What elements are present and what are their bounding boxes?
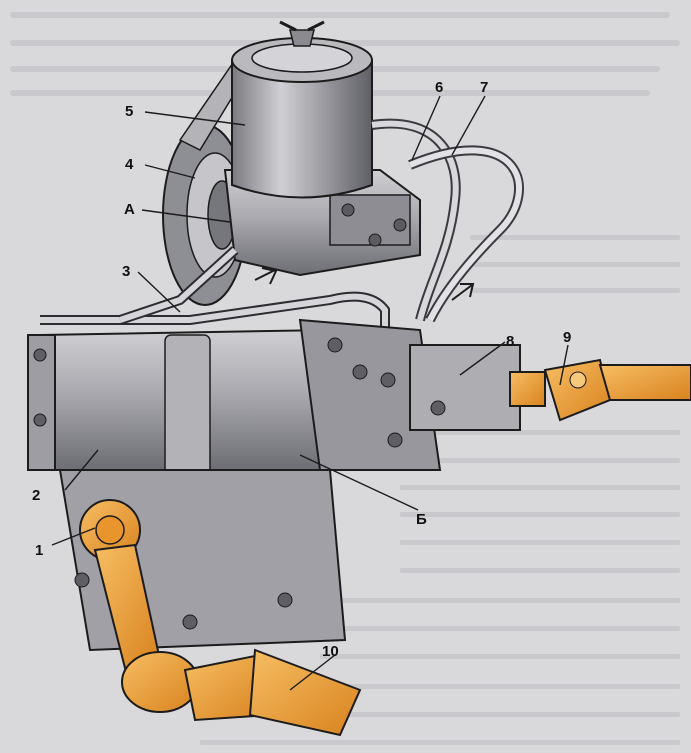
steering-shaft-joint: [509, 358, 691, 422]
pressure-hoses: [254, 118, 524, 323]
oil-reservoir: [231, 20, 373, 199]
label-A: А: [124, 201, 135, 218]
pitman-arm: [79, 499, 162, 670]
return-line: [40, 246, 390, 335]
callout-labels: 5 4 А 3 6 7 8 9 2 1 Б 10: [32, 79, 571, 660]
steering-gear-housing: [27, 318, 521, 652]
label-6: 6: [435, 79, 443, 96]
label-4: 4: [125, 156, 134, 173]
label-8: 8: [506, 333, 514, 350]
label-B: Б: [416, 511, 427, 528]
label-3: 3: [122, 263, 130, 280]
wing-nut-icon: [289, 29, 315, 47]
drag-link: [121, 648, 362, 737]
label-9: 9: [563, 329, 571, 346]
label-10: 10: [322, 643, 339, 660]
label-5: 5: [125, 103, 133, 120]
label-1: 1: [35, 542, 43, 559]
label-2: 2: [32, 487, 40, 504]
leader-lines: [51, 95, 569, 691]
label-7: 7: [480, 79, 488, 96]
